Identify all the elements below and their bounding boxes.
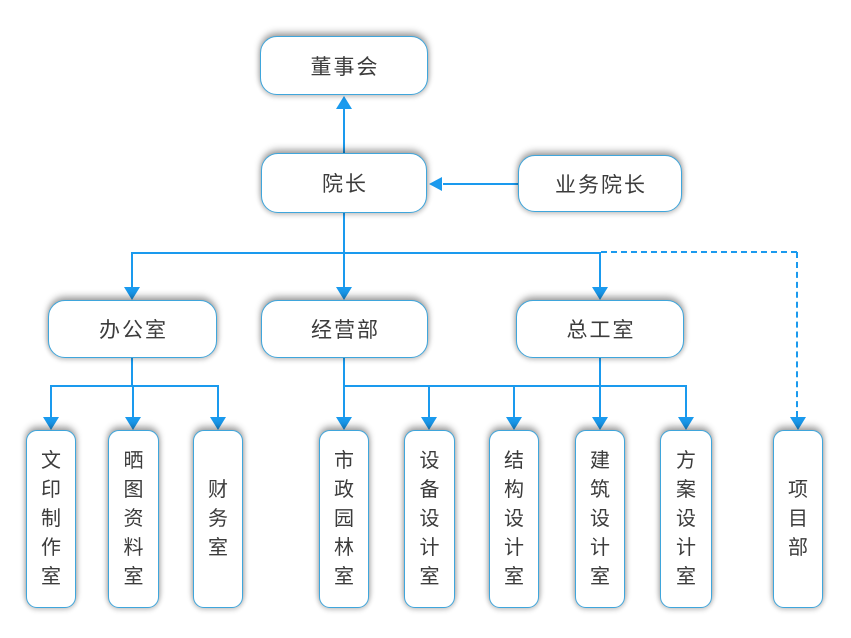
connector-operations-down xyxy=(343,358,345,387)
arrow-down-equipment xyxy=(421,417,437,430)
drop-office xyxy=(131,252,133,288)
arrow-down-finance xyxy=(210,417,226,430)
drop-structure xyxy=(513,385,515,418)
arrow-down-project xyxy=(790,417,806,430)
drop-chief xyxy=(599,252,601,288)
node-scheme-room-label: 方案设计室 xyxy=(676,449,696,588)
arrow-down-blueprint xyxy=(125,417,141,430)
node-structure-room: 结构设计室 xyxy=(489,430,539,608)
node-architecture-room: 建筑设计室 xyxy=(575,430,625,608)
node-chief-engineer: 总工室 xyxy=(516,300,684,358)
connector-bizdean-to-dean xyxy=(443,183,518,185)
node-finance-room: 财务室 xyxy=(193,430,243,608)
node-business-dean: 业务院长 xyxy=(518,155,682,212)
drop-print xyxy=(50,385,52,418)
rail-level3 xyxy=(131,252,601,254)
drop-equipment xyxy=(428,385,430,418)
drop-operations xyxy=(343,252,345,288)
drop-scheme xyxy=(685,385,687,418)
drop-architecture xyxy=(599,385,601,418)
drop-blueprint xyxy=(132,385,134,418)
arrow-down-chief xyxy=(592,287,608,300)
arrow-down-structure xyxy=(506,417,522,430)
node-municipal-room: 市政园林室 xyxy=(319,430,369,608)
node-blueprint-room-label: 晒图资料室 xyxy=(123,449,144,588)
dashed-rail-project xyxy=(601,251,797,253)
arrow-left-bizdean-to-dean xyxy=(429,177,442,191)
arrow-down-operations xyxy=(336,287,352,300)
connector-office-down xyxy=(131,358,133,387)
node-dean-label: 院长 xyxy=(322,173,368,196)
node-equipment-room-label: 设备设计室 xyxy=(419,449,440,588)
connector-dean-down xyxy=(343,213,345,254)
node-project-dept: 项目部 xyxy=(773,430,823,608)
arrow-down-print xyxy=(43,417,59,430)
rail-office-children xyxy=(50,385,219,387)
connector-dean-to-board xyxy=(343,109,345,153)
node-office: 办公室 xyxy=(48,300,217,358)
node-print-room: 文印制作室 xyxy=(26,430,76,608)
node-equipment-room: 设备设计室 xyxy=(404,430,455,608)
node-chief-engineer-label: 总工室 xyxy=(566,319,636,342)
node-architecture-room-label: 建筑设计室 xyxy=(590,449,610,588)
node-board-label: 董事会 xyxy=(310,55,380,79)
drop-finance xyxy=(217,385,219,418)
node-dean: 院长 xyxy=(261,153,427,213)
node-scheme-room: 方案设计室 xyxy=(660,430,712,608)
drop-municipal xyxy=(343,385,345,418)
dashed-drop-project xyxy=(796,252,798,417)
node-municipal-room-label: 市政园林室 xyxy=(334,449,354,588)
node-print-room-label: 文印制作室 xyxy=(41,449,61,588)
node-blueprint-room: 晒图资料室 xyxy=(108,430,159,608)
node-business-dean-label: 业务院长 xyxy=(555,173,647,197)
node-finance-room-label: 财务室 xyxy=(208,478,228,559)
node-operations-label: 经营部 xyxy=(311,319,380,342)
arrow-up-dean-to-board xyxy=(336,96,352,109)
arrow-down-office xyxy=(124,287,140,300)
arrow-down-municipal xyxy=(336,417,352,430)
node-operations: 经营部 xyxy=(261,300,428,358)
node-office-label: 办公室 xyxy=(99,319,168,342)
arrow-down-scheme xyxy=(678,417,694,430)
node-structure-room-label: 结构设计室 xyxy=(504,449,524,588)
node-project-dept-label: 项目部 xyxy=(788,478,808,559)
node-board: 董事会 xyxy=(260,36,428,95)
arrow-down-architecture xyxy=(592,417,608,430)
connector-chief-down xyxy=(599,358,601,387)
rail-design-rooms xyxy=(344,385,687,387)
